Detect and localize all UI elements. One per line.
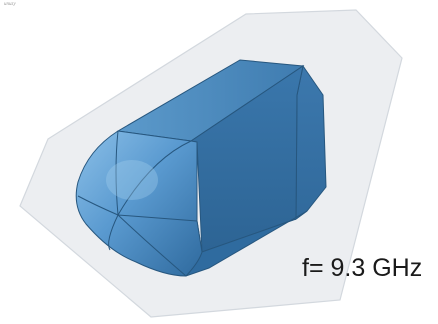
cap-edge-line (115, 130, 119, 216)
cap-edge-line (77, 195, 119, 216)
cap-highlight (106, 160, 158, 200)
cap-edge-line (117, 140, 192, 216)
cap-edge-line (108, 214, 119, 251)
frequency-label: f= 9.3 GHz (302, 254, 423, 282)
cap-edge-line (117, 214, 198, 222)
cap-edge-line (117, 214, 187, 277)
corner-label: unuzy (4, 2, 16, 7)
rod-end-cap (75, 130, 203, 277)
crystal-rod (75, 59, 327, 277)
